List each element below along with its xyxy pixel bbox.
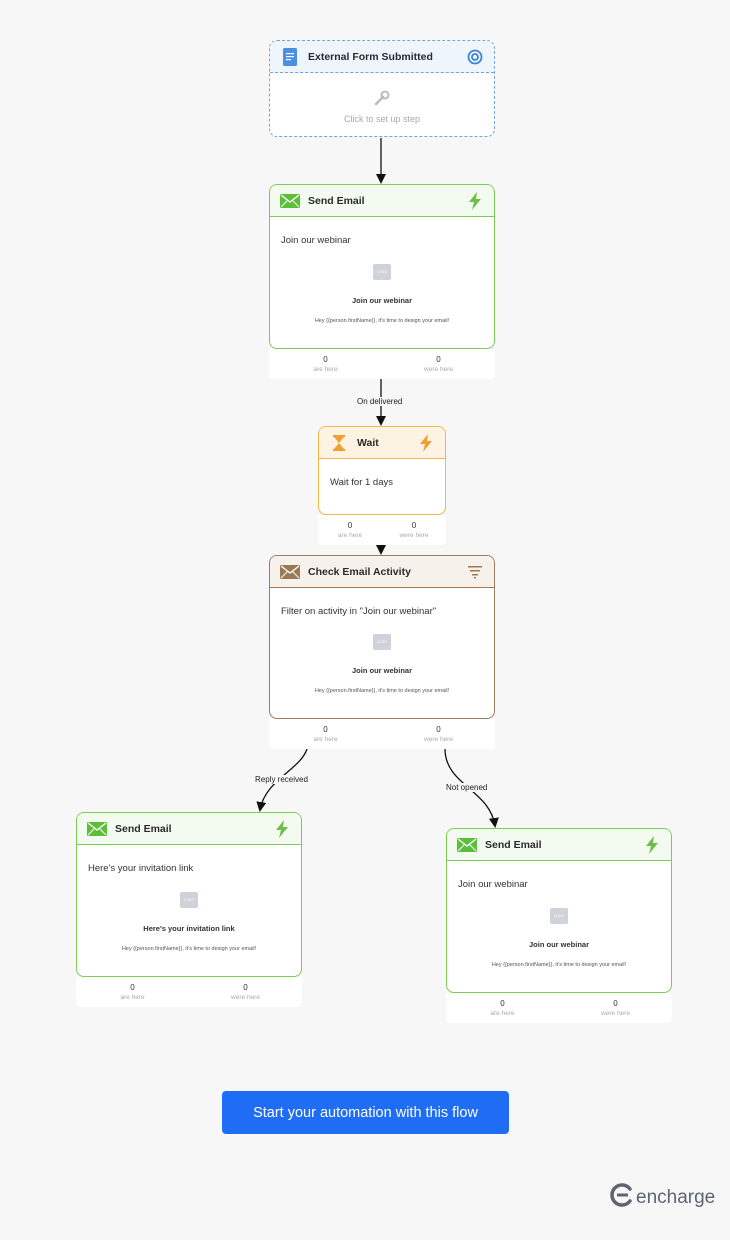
email-subject: Join our webinar	[281, 235, 351, 246]
send-email-title: Send Email	[308, 194, 365, 207]
edge-label-not-opened: Not opened	[444, 783, 490, 792]
email-subject: Here's your invitation link	[88, 863, 194, 874]
email-preview: LOGO Join our webinar Hey {{person.first…	[282, 264, 482, 342]
check-text: Filter on activity in "Join our webinar"	[281, 606, 437, 617]
send-email-header: Send Email	[270, 185, 494, 217]
email-preview: LOGO Here's your invitation link Hey {{p…	[89, 892, 289, 970]
lightning-bolt-icon[interactable]	[417, 433, 435, 452]
lightning-bolt-icon[interactable]	[466, 191, 484, 210]
target-icon[interactable]	[466, 48, 484, 66]
wait-title: Wait	[357, 436, 379, 449]
preview-line: Hey {{person.firstName}}, it's time to d…	[314, 318, 450, 324]
check-title: Check Email Activity	[308, 565, 411, 578]
hourglass-icon	[329, 434, 349, 451]
email-subject: Join our webinar	[458, 879, 528, 890]
setup-area[interactable]: Click to set up step	[270, 73, 494, 124]
start-automation-button[interactable]: Start your automation with this flow	[222, 1091, 509, 1134]
check-header: Check Email Activity	[270, 556, 494, 588]
wait-text: Wait for 1 days	[330, 477, 394, 488]
preview-logo: LOGO	[373, 264, 391, 280]
send-email-node[interactable]: Send Email Join our webinar LOGO Join ou…	[269, 184, 495, 349]
encharge-mark-icon	[610, 1183, 634, 1212]
envelope-icon	[280, 193, 300, 209]
send-email-node-left[interactable]: Send Email Here's your invitation link L…	[76, 812, 302, 977]
preview-title: Join our webinar	[351, 666, 412, 675]
preview-logo: LOGO	[373, 634, 391, 650]
preview-title: Join our webinar	[528, 940, 589, 949]
check-email-activity-node[interactable]: Check Email Activity Filter on activity …	[269, 555, 495, 719]
trigger-title: External Form Submitted	[308, 50, 433, 63]
lightning-bolt-icon[interactable]	[643, 835, 661, 854]
envelope-icon	[87, 821, 107, 837]
filter-icon[interactable]	[466, 563, 484, 581]
preview-title: Here's your invitation link	[143, 924, 235, 933]
preview-logo: LOGO	[180, 892, 198, 908]
preview-line: Hey {{person.firstName}}, it's time to d…	[121, 946, 257, 952]
preview-line: Hey {{person.firstName}}, it's time to d…	[314, 688, 450, 694]
preview-title: Join our webinar	[351, 296, 412, 305]
send-email-header: Send Email	[447, 829, 671, 861]
wait-node[interactable]: Wait Wait for 1 days	[318, 426, 446, 515]
preview-line: Hey {{person.firstName}}, it's time to d…	[491, 962, 627, 968]
wrench-icon	[270, 89, 494, 112]
brand-wordmark: encharge	[636, 1186, 716, 1208]
send-email-title: Send Email	[485, 838, 542, 851]
envelope-icon	[280, 564, 300, 580]
send-email-title: Send Email	[115, 822, 172, 835]
form-document-icon	[280, 47, 300, 66]
send-email-header: Send Email	[77, 813, 301, 845]
lightning-bolt-icon[interactable]	[273, 819, 291, 838]
email-preview: LOGO Join our webinar Hey {{person.first…	[459, 908, 659, 986]
wait-header: Wait	[319, 427, 445, 459]
preview-logo: LOGO	[550, 908, 568, 924]
send-email-node-right[interactable]: Send Email Join our webinar LOGO Join ou…	[446, 828, 672, 993]
edge-label-reply-received: Reply received	[253, 775, 310, 784]
setup-hint: Click to set up step	[343, 114, 421, 124]
edge-label-on-delivered: On delivered	[355, 397, 405, 406]
encharge-logo: encharge	[610, 1183, 715, 1212]
envelope-icon	[457, 837, 477, 853]
trigger-header: External Form Submitted	[270, 41, 494, 73]
trigger-node[interactable]: External Form Submitted Click to set up …	[269, 40, 495, 137]
email-preview: LOGO Join our webinar Hey {{person.first…	[282, 634, 482, 712]
